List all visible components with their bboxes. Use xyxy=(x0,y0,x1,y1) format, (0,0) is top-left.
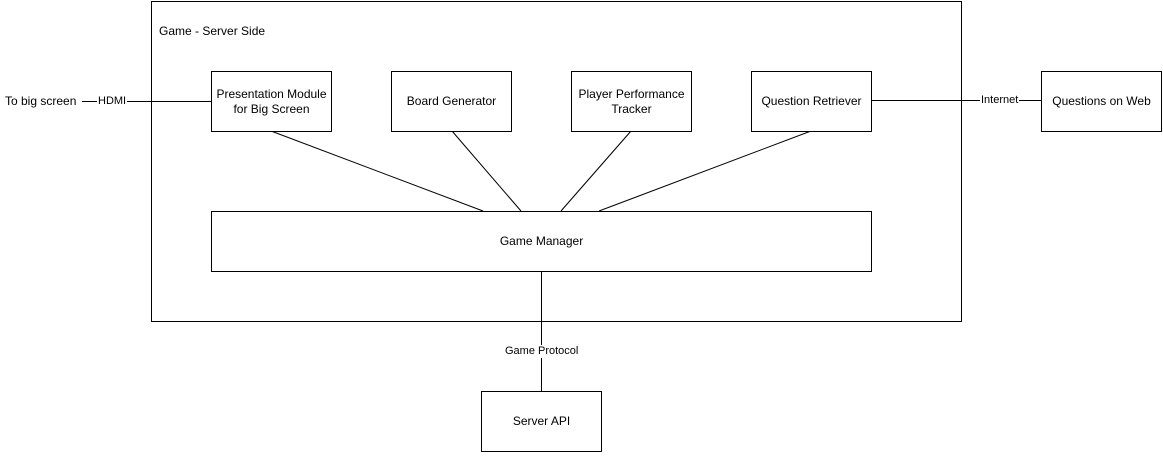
game-protocol-edge-label: Game Protocol xyxy=(504,345,580,358)
server-side-container: Game - Server Side xyxy=(151,1,962,322)
game-manager-label: Game Manager xyxy=(499,234,584,248)
board-generator-box: Board Generator xyxy=(391,71,512,132)
retriever-to-manager-connector xyxy=(598,130,812,212)
player-tracker-box: Player Performance Tracker xyxy=(571,71,692,132)
board-to-manager-connector xyxy=(451,130,522,212)
big-screen-label: To big screen xyxy=(5,94,77,108)
server-api-label: Server API xyxy=(512,414,571,428)
internet-edge-label: Internet xyxy=(980,94,1020,107)
presentation-to-manager-connector xyxy=(270,130,484,212)
hdmi-edge-label: HDMI xyxy=(97,95,128,108)
game-manager-box: Game Manager xyxy=(211,211,872,272)
questions-on-web-box: Questions on Web xyxy=(1041,71,1162,132)
container-title: Game - Server Side xyxy=(159,24,266,38)
player-tracker-label: Player Performance Tracker xyxy=(578,86,685,116)
tracker-to-manager-connector xyxy=(560,130,632,212)
questions-on-web-label: Questions on Web xyxy=(1052,94,1151,108)
presentation-module-label: Presentation Module for Big Screen xyxy=(216,86,327,116)
question-retriever-label: Question Retriever xyxy=(761,94,862,108)
board-generator-label: Board Generator xyxy=(406,94,497,108)
question-retriever-box: Question Retriever xyxy=(751,71,872,132)
presentation-module-box: Presentation Module for Big Screen xyxy=(211,71,332,132)
server-api-box: Server API xyxy=(481,391,602,452)
